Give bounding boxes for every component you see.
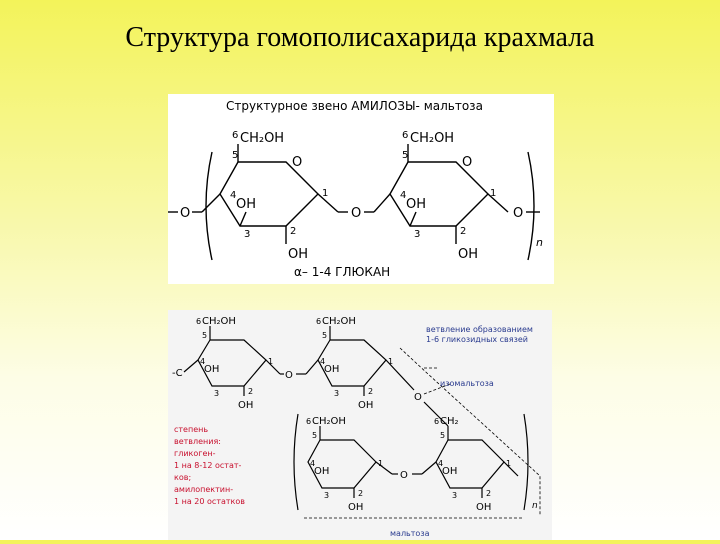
- apt-tr-oh2: OH: [358, 400, 373, 411]
- apt-degree-line-6: амилопектин-: [174, 485, 233, 494]
- apt-link-bottom-o: O: [400, 470, 408, 481]
- apt-tl-c5: 5: [202, 331, 207, 340]
- apt-tl-c6: 6: [196, 317, 201, 326]
- amylose-right-ring-o: O: [462, 155, 472, 170]
- amylose-link-right-o: O: [513, 206, 523, 221]
- apt-tl-oh2: OH: [238, 400, 253, 411]
- amylose-left-c1: 1: [322, 188, 328, 199]
- apt-tr-c1: 1: [388, 357, 393, 366]
- apt-bl-oh2: OH: [348, 502, 363, 513]
- apt-degree-line-3: гликоген-: [174, 449, 216, 458]
- amylose-bracket-left: [205, 151, 213, 261]
- apt-bl-c5: 5: [312, 431, 317, 440]
- amylopectin-structure-diagram: 6 CH₂OH 5 4 OH 3 2 OH 1 6 CH₂OH 5 4 OH 3…: [172, 316, 541, 538]
- amylose-subscript-n: n: [536, 236, 543, 249]
- apt-bl-oh4: OH: [314, 466, 329, 477]
- amylose-structure-diagram: Структурное звено АМИЛОЗЫ- мальтоза 6 CH…: [168, 99, 543, 279]
- apt-tr-c3: 3: [334, 389, 339, 398]
- amylose-left-c3: 3: [244, 229, 250, 240]
- amylose-caption: Структурное звено АМИЛОЗЫ- мальтоза: [226, 99, 483, 113]
- amylose-left-ch2oh: CH₂OH: [240, 131, 284, 146]
- amylose-left-oh4: OH: [236, 197, 256, 212]
- apt-link-branch-o: O: [414, 392, 422, 403]
- apt-left-end: -C: [172, 368, 183, 379]
- amylose-right-ch2oh: CH₂OH: [410, 131, 454, 146]
- amylose-left-oh2: OH: [288, 247, 308, 262]
- apt-degree-line-7: 1 на 20 остатков: [174, 497, 245, 506]
- amylopectin-ring-bottom-left: [307, 426, 377, 498]
- apt-degree-of-branching: степень ветвления: гликоген- 1 на 8-12 о…: [174, 425, 245, 506]
- amylose-right-c4: 4: [400, 190, 406, 201]
- amylopectin-panel: 6 CH₂OH 5 4 OH 3 2 OH 1 6 CH₂OH 5 4 OH 3…: [168, 310, 552, 540]
- apt-link-top-o: O: [285, 370, 293, 381]
- amylose-right-oh2: OH: [458, 247, 478, 262]
- apt-tr-c4: 4: [320, 357, 325, 366]
- amylose-link-bonds: [168, 193, 540, 213]
- amylopectin-ring-top-left: [197, 326, 267, 396]
- apt-tl-oh4: OH: [204, 364, 219, 375]
- amylose-link-left-o: O: [180, 206, 190, 221]
- apt-br-c1: 1: [506, 459, 511, 468]
- apt-degree-line-2: ветвления:: [174, 437, 221, 446]
- apt-br-c4: 4: [438, 459, 443, 468]
- amylose-glucan-label: α– 1-4 ГЛЮКАН: [294, 265, 390, 279]
- apt-tr-c2: 2: [368, 387, 373, 396]
- apt-subscript-n: n: [532, 501, 538, 511]
- apt-degree-line-1: степень: [174, 425, 208, 434]
- apt-br-c6: 6: [434, 417, 439, 426]
- apt-br-ch2: CH₂: [440, 416, 459, 427]
- amylose-ring-left: [201, 144, 319, 244]
- amylose-left-c6: 6: [232, 130, 238, 141]
- amylose-left-c5: 5: [232, 150, 238, 161]
- amylopectin-ring-bottom-right: [435, 426, 505, 498]
- amylose-right-c6: 6: [402, 130, 408, 141]
- apt-bl-c1: 1: [378, 459, 383, 468]
- apt-tl-c3: 3: [214, 389, 219, 398]
- apt-isomaltose-label: изомальтоза: [440, 379, 494, 388]
- amylose-right-oh4: OH: [406, 197, 426, 212]
- apt-bl-c3: 3: [324, 491, 329, 500]
- amylose-right-c1: 1: [490, 188, 496, 199]
- apt-br-oh4: OH: [442, 466, 457, 477]
- apt-tl-c2: 2: [248, 387, 253, 396]
- apt-tl-c4: 4: [200, 357, 205, 366]
- amylose-right-c3: 3: [414, 229, 420, 240]
- apt-tr-c6: 6: [316, 317, 321, 326]
- apt-br-c5: 5: [440, 431, 445, 440]
- apt-tr-c5: 5: [322, 331, 327, 340]
- amylose-right-c2: 2: [460, 226, 466, 237]
- amylopectin-ring-top-right: [317, 326, 387, 396]
- amylose-link-middle-o: O: [351, 206, 361, 221]
- apt-bl-c6: 6: [306, 417, 311, 426]
- apt-br-oh2: OH: [476, 502, 491, 513]
- amylopectin-bonds: [183, 359, 529, 511]
- apt-tl-c1: 1: [268, 357, 273, 366]
- amylose-left-c4: 4: [230, 190, 236, 201]
- apt-tr-ch2oh: CH₂OH: [322, 316, 356, 327]
- apt-bl-c4: 4: [310, 459, 315, 468]
- apt-bl-ch2oh: CH₂OH: [312, 416, 346, 427]
- apt-tr-oh4: OH: [324, 364, 339, 375]
- apt-branch-note-line1: ветвление образованием: [426, 325, 533, 334]
- slide-title: Структура гомополисахарида крахмала: [125, 22, 595, 53]
- amylose-right-c5: 5: [402, 150, 408, 161]
- apt-degree-line-4: 1 на 8-12 остат-: [174, 461, 242, 470]
- amylopectin-dashed-guides: [304, 347, 541, 519]
- apt-br-c3: 3: [452, 491, 457, 500]
- apt-maltose-label: мальтоза: [390, 529, 430, 538]
- apt-bl-c2: 2: [358, 489, 363, 498]
- apt-tl-ch2oh: CH₂OH: [202, 316, 236, 327]
- amylose-panel: Структурное звено АМИЛОЗЫ- мальтоза 6 CH…: [168, 94, 554, 284]
- amylose-left-c2: 2: [290, 226, 296, 237]
- apt-degree-line-5: ков;: [174, 473, 191, 482]
- apt-br-c2: 2: [486, 489, 491, 498]
- amylose-left-ring-o: O: [292, 155, 302, 170]
- amylose-bracket-right: [527, 151, 535, 261]
- apt-branch-note-line2: 1-6 гликозидных связей: [426, 335, 528, 344]
